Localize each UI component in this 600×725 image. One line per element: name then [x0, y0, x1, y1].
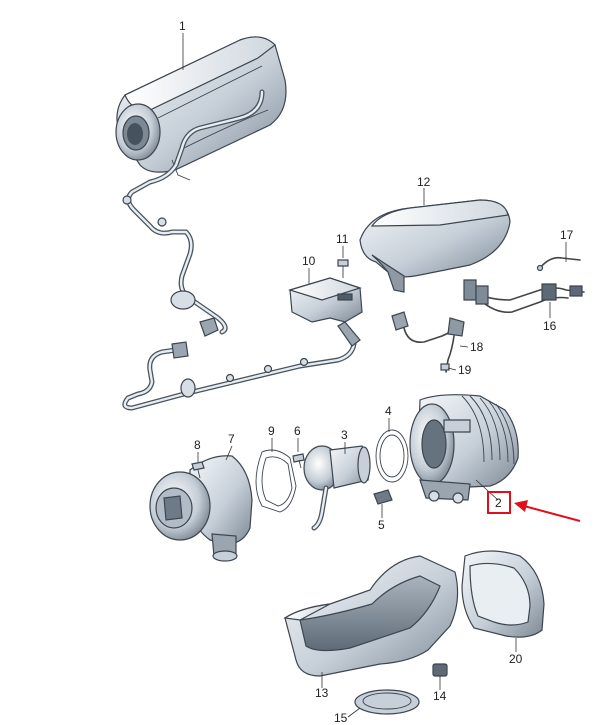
- bracket-13: [283, 555, 459, 677]
- cover-12: [359, 199, 511, 293]
- callout-2: 2: [495, 496, 502, 510]
- callout-16: 16: [543, 319, 557, 333]
- screw-11: [337, 259, 349, 278]
- callout-1: 1: [179, 19, 186, 33]
- callout-10: 10: [302, 254, 316, 268]
- leader-lines: [182, 33, 567, 718]
- callout-19: 19: [458, 363, 472, 377]
- callout-labels: 1 12 11 10 17 16 18 19 4 3 6 9 7 8 5 13 …: [179, 19, 574, 725]
- callout-5: 5: [378, 518, 385, 532]
- callout-18: 18: [470, 340, 484, 354]
- gasket-4: [375, 429, 409, 483]
- highlight-arrow: [514, 500, 581, 522]
- supply-pipe: [122, 89, 265, 337]
- callout-6: 6: [294, 424, 301, 438]
- callout-13: 13: [315, 686, 329, 700]
- combustion-part-3: [303, 445, 371, 531]
- sensor-cable: [391, 311, 465, 373]
- callout-8: 8: [194, 438, 201, 452]
- callout-7: 7: [228, 432, 235, 446]
- highlight-part-2: 2: [487, 491, 581, 522]
- control-unit: [287, 277, 363, 347]
- gasket-9: [255, 449, 297, 513]
- screw-6: [292, 453, 305, 469]
- burner-housing: [409, 394, 519, 504]
- callout-4: 4: [385, 404, 392, 418]
- callout-17: 17: [560, 228, 574, 242]
- callout-11: 11: [336, 232, 349, 246]
- callout-20: 20: [509, 652, 523, 666]
- lower-pipe: [122, 333, 357, 411]
- callout-14: 14: [433, 689, 447, 703]
- heater-unit: [115, 36, 287, 181]
- callout-9: 9: [268, 424, 275, 438]
- highlight-box: [487, 491, 511, 514]
- blower-motor-7: [149, 455, 253, 562]
- air-duct-20: [461, 550, 545, 638]
- callout-3: 3: [341, 428, 348, 442]
- plate-15: [354, 689, 420, 715]
- screw-8: [191, 461, 205, 479]
- callout-15: 15: [334, 711, 348, 725]
- callout-12: 12: [417, 175, 431, 189]
- clip-5: [373, 489, 393, 505]
- wiring-harness: [463, 256, 585, 314]
- cap-14: [432, 663, 448, 677]
